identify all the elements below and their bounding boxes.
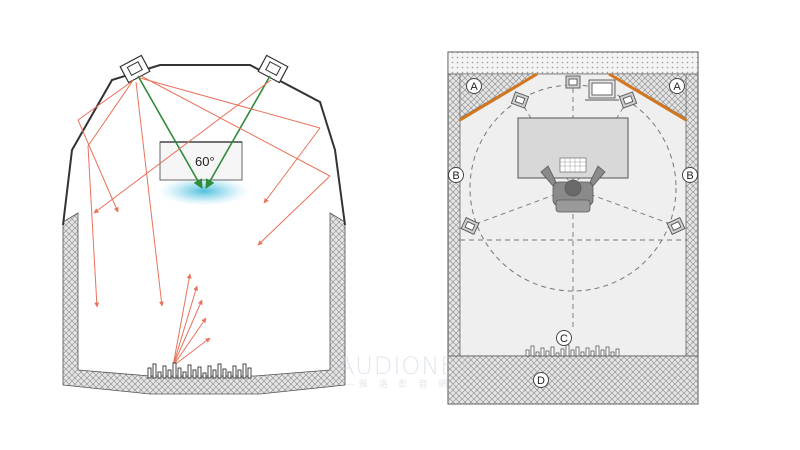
listener-figure [540,165,606,213]
direct-ray-right [205,75,271,189]
label-a-right: A [673,81,681,93]
direct-ray-left [137,75,203,189]
front-left-speaker-icon [510,91,530,109]
bottom-absorber-band [447,355,699,405]
label-b-left: B [452,170,459,182]
center-speaker-icon [565,75,581,89]
right-speaker-icon [257,54,289,84]
label-b-right: B [686,170,693,182]
reflection-rays [77,75,331,367]
surround-right-speaker-icon [666,217,686,235]
bass-trap-right [608,72,687,122]
front-right-speaker-icon [618,91,638,109]
left-room-diagram: 60° [62,54,346,395]
top-dotted-band [447,51,699,75]
bass-trap-left [459,72,538,122]
listening-angle-label: 60° [195,154,215,169]
label-c: C [560,333,568,345]
surround-left-speaker-icon [460,217,480,235]
listening-circle [469,84,677,292]
sweet-spot-ellipse [161,177,247,205]
zone-labels: A A B B C D [448,78,698,388]
display-stand-icon [585,79,619,101]
left-speaker-icon [119,54,151,84]
right-rear-diffuser [525,344,620,357]
left-room-outline [62,64,346,226]
left-absorber-panels [62,212,346,395]
label-a-left: A [470,81,478,93]
label-d: D [537,375,545,387]
right-room-diagram: A A B B C D [447,51,699,405]
left-rear-diffuser [147,362,252,379]
